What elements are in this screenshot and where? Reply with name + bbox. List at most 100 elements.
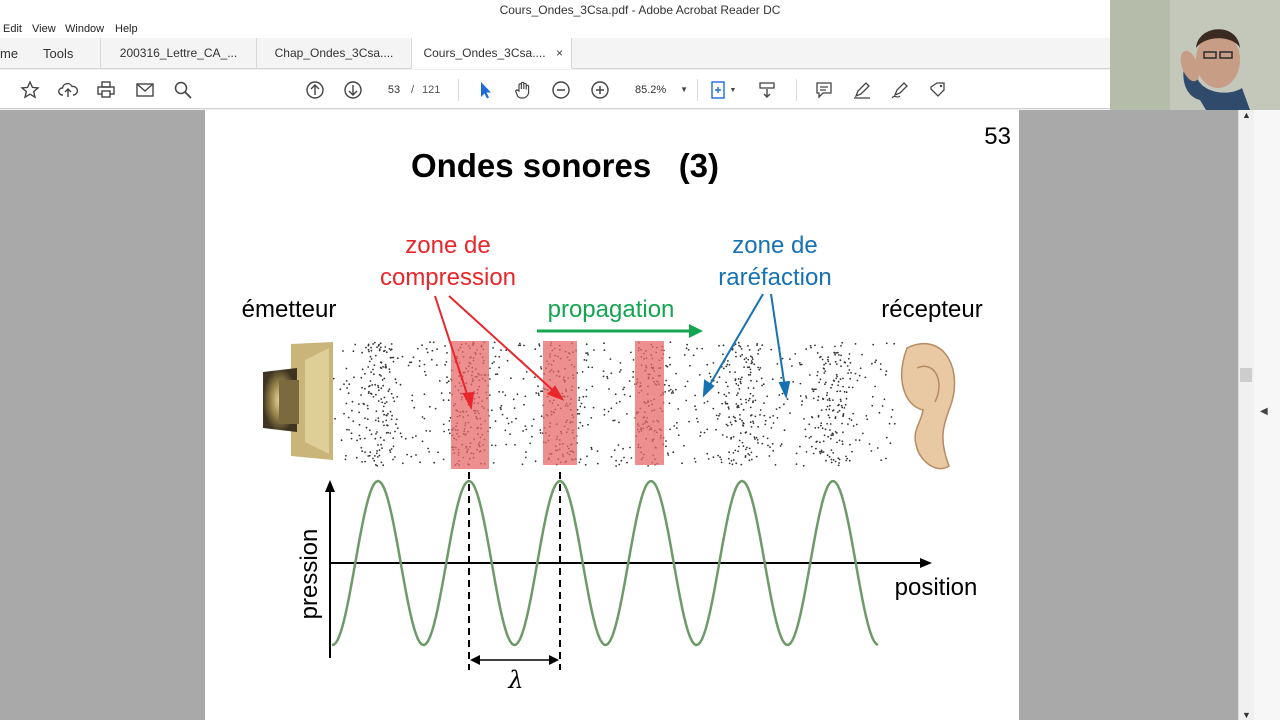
particle — [489, 426, 491, 429]
bookmark-star-icon[interactable] — [18, 78, 42, 102]
particle — [829, 429, 831, 431]
menu-help[interactable]: Help — [115, 23, 138, 35]
scroll-up-icon[interactable]: ▲ — [1242, 110, 1251, 120]
particle — [789, 358, 791, 360]
particle — [694, 461, 697, 463]
particle — [689, 364, 691, 367]
menu-window[interactable]: Window — [65, 23, 105, 35]
particle — [664, 391, 667, 393]
particle — [579, 405, 582, 408]
particle — [829, 437, 832, 440]
tab-close-icon[interactable]: × — [555, 46, 563, 60]
particle — [748, 349, 751, 351]
particle — [730, 423, 733, 426]
right-pane-toggle[interactable]: ◀ — [1254, 110, 1280, 720]
particle — [373, 364, 376, 367]
speaker-icon — [263, 342, 333, 460]
particle — [891, 408, 894, 411]
particle — [364, 460, 366, 463]
comment-icon[interactable] — [812, 78, 836, 102]
zoom-in-icon[interactable] — [588, 78, 612, 102]
particle — [383, 349, 386, 352]
particle — [602, 370, 605, 372]
highlight-pen-icon[interactable] — [850, 78, 874, 102]
menu-edit[interactable]: Edit — [3, 23, 22, 35]
sign-icon[interactable] — [888, 78, 912, 102]
particle — [831, 409, 834, 412]
tab-document-2[interactable]: Chap_Ondes_3Csa.... — [257, 38, 412, 69]
particle — [632, 359, 635, 361]
particle — [799, 395, 802, 397]
zoom-out-icon[interactable] — [549, 78, 573, 102]
particle — [810, 445, 813, 448]
toolbar: 53 / 121 85.2% ▼ ▼ — [0, 70, 1280, 109]
particle — [747, 453, 750, 455]
particle — [890, 416, 893, 418]
particle — [727, 406, 730, 409]
zoom-select[interactable]: 85.2% ▼ — [626, 79, 692, 101]
particle — [707, 458, 710, 460]
next-page-icon[interactable] — [341, 78, 365, 102]
scrollbar-thumb[interactable] — [1240, 368, 1252, 382]
tab-document-1[interactable]: 200316_Lettre_CA_... — [100, 38, 257, 69]
page-number-input[interactable]: 53 — [387, 84, 401, 96]
particle — [389, 432, 392, 434]
page-fit-icon[interactable] — [706, 78, 730, 102]
particle — [778, 406, 781, 409]
particle — [361, 351, 363, 354]
fill-sign-icon[interactable] — [926, 78, 950, 102]
tab-document-3[interactable]: Cours_Ondes_3Csa.... × — [412, 38, 572, 69]
particle — [493, 361, 495, 363]
particle — [382, 384, 385, 387]
particle — [510, 377, 512, 380]
particle — [759, 413, 761, 416]
particle — [593, 349, 595, 351]
particle — [506, 417, 508, 420]
particle — [736, 406, 739, 409]
particle — [703, 431, 706, 434]
particle — [423, 363, 426, 366]
particle — [706, 428, 709, 431]
particle — [747, 374, 750, 376]
particle — [576, 408, 579, 411]
particle — [725, 381, 727, 384]
particle — [378, 449, 381, 452]
particle — [382, 421, 384, 423]
particle — [374, 354, 377, 357]
particle — [834, 460, 837, 463]
chevron-down-icon[interactable]: ▼ — [729, 86, 737, 94]
hand-tool-icon[interactable] — [511, 78, 535, 102]
previous-page-icon[interactable] — [303, 78, 327, 102]
particle — [816, 374, 819, 377]
menu-view[interactable]: View — [32, 23, 56, 35]
cloud-upload-icon[interactable] — [56, 78, 80, 102]
particle — [685, 347, 688, 350]
email-icon[interactable] — [133, 78, 157, 102]
particle — [737, 404, 740, 407]
particle — [383, 413, 385, 416]
print-icon[interactable] — [94, 78, 118, 102]
particle — [827, 414, 830, 417]
particle — [861, 353, 863, 356]
vertical-scrollbar[interactable]: ▲ ▼ — [1238, 110, 1254, 720]
select-cursor-icon[interactable] — [473, 78, 497, 102]
scroll-mode-icon[interactable] — [755, 78, 779, 102]
chevron-left-icon[interactable]: ◀ — [1260, 406, 1268, 417]
search-icon[interactable] — [171, 78, 195, 102]
particle — [499, 406, 502, 409]
particle — [754, 415, 757, 418]
tab-tools[interactable]: Tools — [43, 46, 74, 61]
particle — [723, 393, 726, 396]
particle — [534, 376, 536, 378]
scroll-down-icon[interactable]: ▼ — [1242, 710, 1251, 720]
particle — [396, 395, 399, 398]
particle — [752, 401, 754, 404]
particle — [379, 346, 382, 349]
tab-home[interactable]: me — [0, 46, 19, 61]
particle — [751, 356, 754, 359]
particle — [446, 352, 448, 354]
particle — [872, 343, 875, 346]
compression-label: zone de — [405, 232, 490, 259]
particle — [842, 377, 844, 380]
particle — [836, 375, 839, 378]
